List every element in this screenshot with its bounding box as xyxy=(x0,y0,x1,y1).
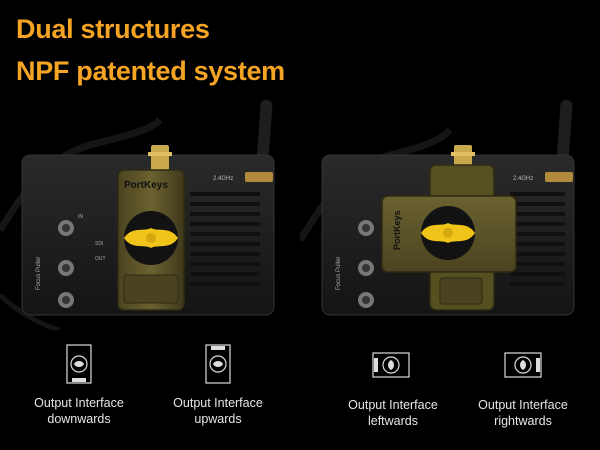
product-photo-horizontal: 2.4GHz Focus Puller PortKeys xyxy=(300,100,575,316)
output-left-icon xyxy=(372,352,410,378)
option-label-downwards: Output Interface downwards xyxy=(14,395,144,427)
option-label-line2: downwards xyxy=(47,412,111,426)
option-label-line1: Output Interface xyxy=(173,396,263,410)
side-label: Focus Puller xyxy=(336,257,342,290)
option-label-line2: rightwards xyxy=(494,414,552,428)
freq-label: 2.4GHz xyxy=(513,176,533,182)
module-brand: PortKeys xyxy=(392,210,402,250)
module-brand: PortKeys xyxy=(124,180,168,191)
freq-label: 2.4GHz xyxy=(213,176,233,182)
option-label-upwards: Output Interface upwards xyxy=(153,395,283,427)
option-label-leftwards: Output Interface leftwards xyxy=(328,397,458,429)
output-right-icon xyxy=(504,352,542,378)
option-label-line1: Output Interface xyxy=(34,396,124,410)
product-photo-vertical: 2.4GHz Focus Puller IN SDI OUT PortKeys xyxy=(0,100,275,330)
option-label-rightwards: Output Interface rightwards xyxy=(458,397,588,429)
port-label-out: OUT xyxy=(95,256,106,262)
option-label-line1: Output Interface xyxy=(348,398,438,412)
port-label-sdi: SDI xyxy=(95,241,103,247)
headline-line-1: Dual structures xyxy=(16,14,210,44)
side-label: Focus Puller xyxy=(36,257,42,290)
headline-line-2: NPF patented system xyxy=(16,56,285,86)
output-down-icon xyxy=(66,344,92,384)
option-label-line2: leftwards xyxy=(367,414,419,428)
port-label-in: IN xyxy=(78,214,83,220)
option-label-line2: upwards xyxy=(194,412,242,426)
output-up-icon xyxy=(205,344,231,384)
option-label-line1: Output Interface xyxy=(478,398,568,412)
